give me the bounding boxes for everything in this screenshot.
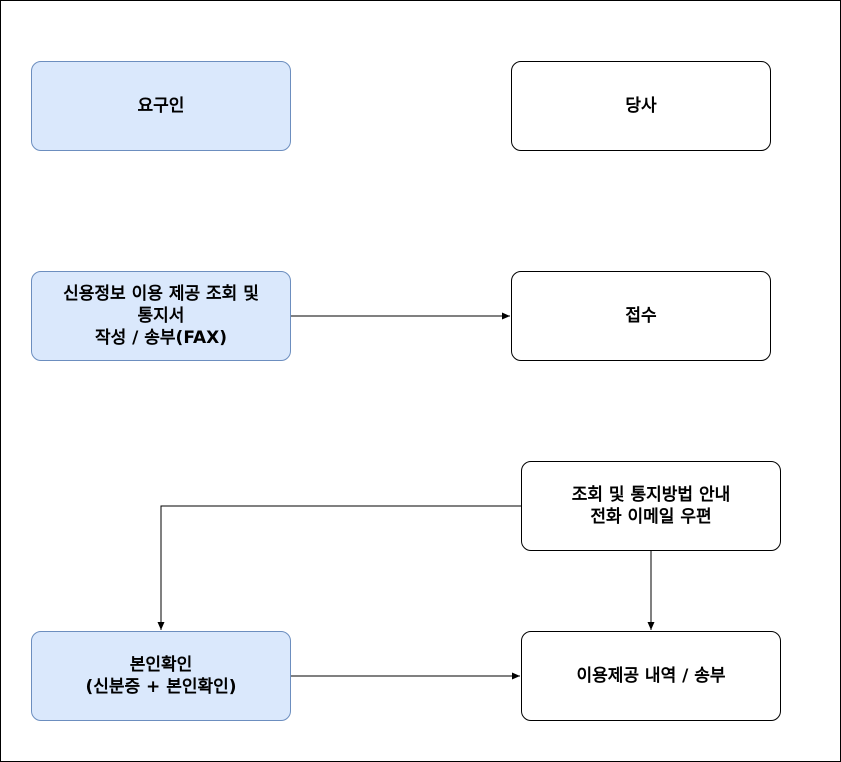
node-provide: 이용제공 내역 / 송부 [521, 631, 781, 721]
node-provide-line-1: 이용제공 내역 / 송부 [576, 666, 726, 686]
edge-guide-to-identity [157, 505, 521, 630]
node-receive: 접수 [511, 271, 771, 361]
node-guide-line-1: 조회 및 통지방법 안내 [571, 485, 731, 505]
node-receive-line-1: 접수 [625, 306, 657, 326]
node-guide-line-2: 전화 이메일 우편 [590, 507, 712, 527]
node-requester: 요구인 [31, 61, 291, 151]
node-write-send: 신용정보 이용 제공 조회 및 통지서 작성 / 송부(FAX) [31, 271, 291, 361]
node-company-line-1: 당사 [625, 96, 657, 116]
node-write-send-line-1: 신용정보 이용 제공 조회 및 [63, 284, 259, 304]
node-guide: 조회 및 통지방법 안내 전화 이메일 우편 [521, 461, 781, 551]
node-identity: 본인확인 (신분증 + 본인확인) [31, 631, 291, 721]
node-company: 당사 [511, 61, 771, 151]
node-write-send-line-2: 통지서 [137, 306, 185, 326]
node-requester-line-1: 요구인 [137, 96, 185, 116]
node-identity-line-1: 본인확인 [129, 655, 193, 675]
node-identity-line-2: (신분증 + 본인확인) [85, 677, 237, 697]
node-write-send-line-3: 작성 / 송부(FAX) [94, 328, 228, 348]
